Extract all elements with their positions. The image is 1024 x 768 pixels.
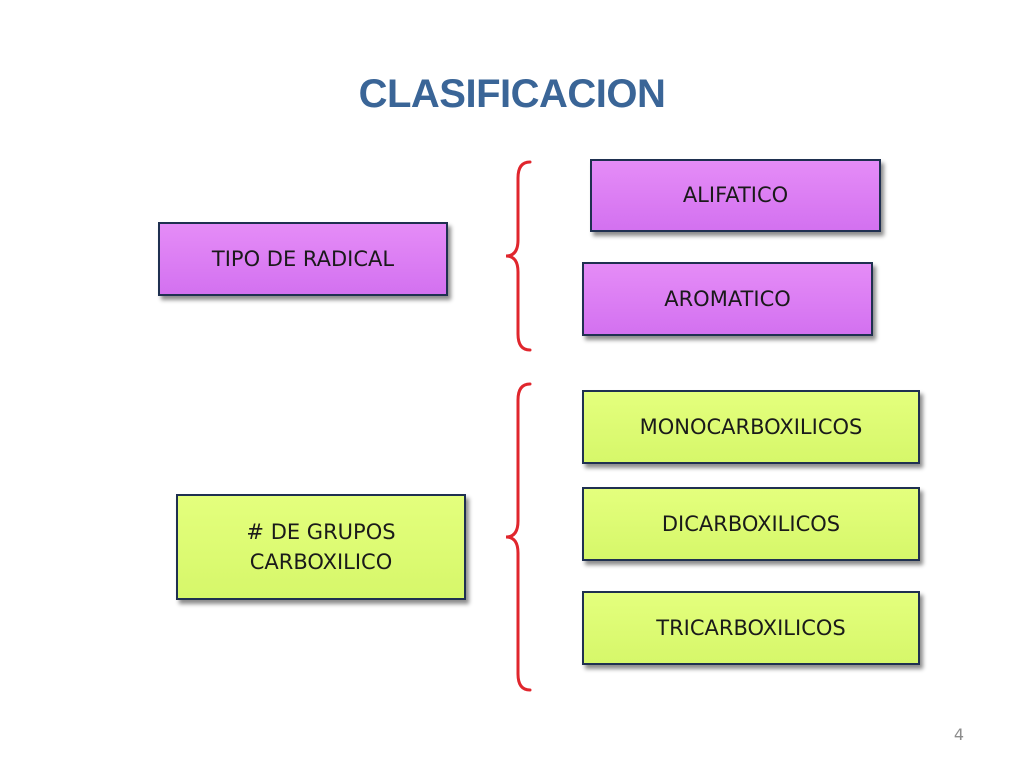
item-label: MONOCARBOXILICOS bbox=[639, 414, 863, 439]
category-label-line-2: CARBOXILICO bbox=[249, 550, 393, 574]
left-brace-carboxilico bbox=[505, 382, 532, 692]
page-number: 4 bbox=[953, 725, 964, 744]
item-label: DICARBOXILICOS bbox=[661, 511, 841, 536]
item-label: ALIFATICO bbox=[682, 183, 789, 208]
category-label-line-1: # DE GRUPOS bbox=[246, 519, 396, 544]
item-box-aromatico: AROMATICO bbox=[582, 262, 873, 336]
item-box-dicarboxilicos: DICARBOXILICOS bbox=[582, 487, 920, 561]
item-box-monocarboxilicos: MONOCARBOXILICOS bbox=[582, 390, 920, 464]
slide-title: CLASIFICACION bbox=[358, 72, 666, 116]
category-box-tipo-de-radical: TIPO DE RADICAL bbox=[158, 222, 448, 296]
item-label: AROMATICO bbox=[664, 286, 791, 311]
left-brace-radical bbox=[505, 160, 532, 352]
item-box-alifatico: ALIFATICO bbox=[590, 159, 881, 232]
item-box-tricarboxilicos: TRICARBOXILICOS bbox=[582, 591, 920, 665]
item-label: TRICARBOXILICOS bbox=[656, 615, 846, 640]
category-label: TIPO DE RADICAL bbox=[211, 246, 395, 271]
category-box-grupos-carboxilico: # DE GRUPOS CARBOXILICO bbox=[176, 494, 466, 600]
